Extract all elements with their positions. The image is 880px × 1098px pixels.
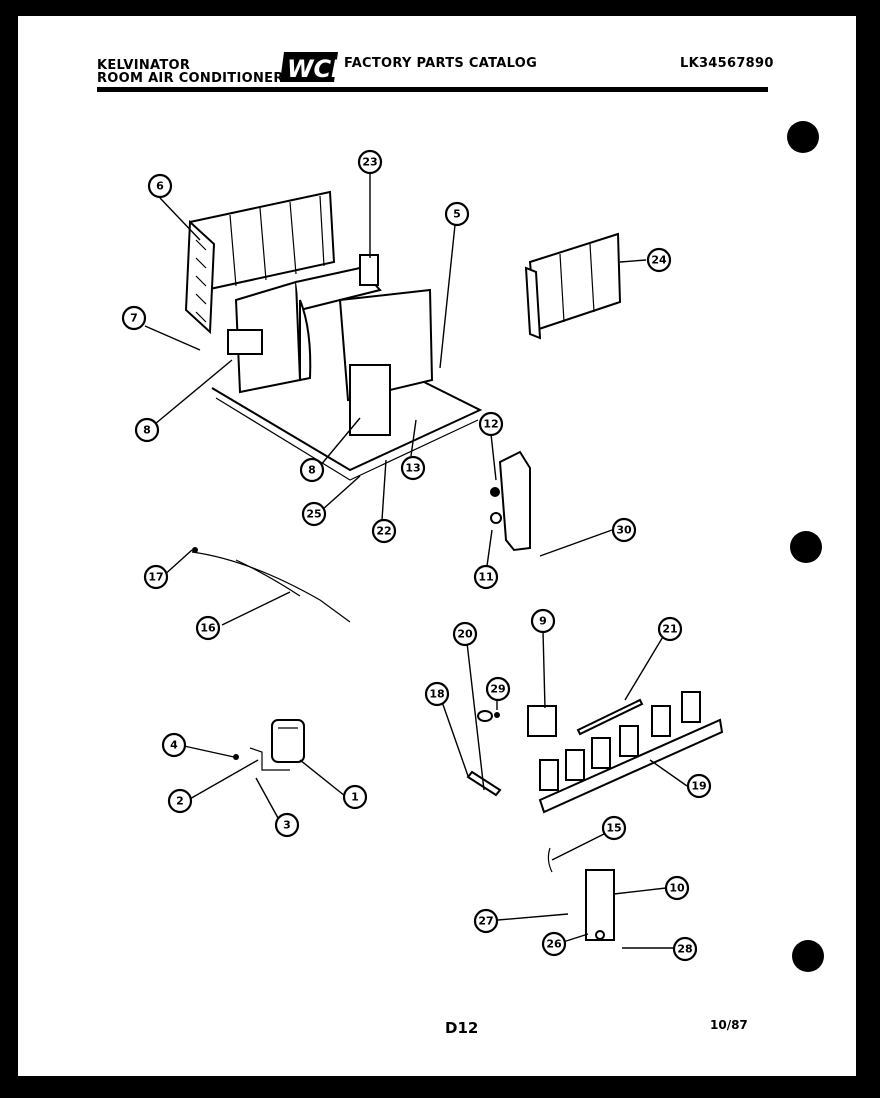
callout-6a: 6 — [147, 173, 173, 199]
svg-text:11: 11 — [478, 571, 493, 584]
callout-24: 24 — [646, 247, 672, 273]
svg-text:1: 1 — [351, 791, 359, 804]
condenser-coil — [184, 190, 336, 335]
callout-26: 26 — [541, 931, 567, 957]
callout-1: 1 — [342, 784, 368, 810]
callout-30: 30 — [611, 517, 637, 543]
callout-8b: 8 — [299, 457, 325, 483]
svg-text:16: 16 — [200, 622, 216, 635]
header-rule — [97, 87, 768, 92]
callout-17: 17 — [143, 564, 169, 590]
callout-7: 7 — [121, 305, 147, 331]
svg-text:27: 27 — [478, 915, 493, 928]
control-panel-plate — [547, 847, 615, 941]
product-label: ROOM AIR CONDITIONER — [97, 71, 284, 86]
page-code: D12 — [445, 1019, 478, 1037]
svg-text:26: 26 — [546, 938, 562, 951]
callout-11: 11 — [473, 564, 499, 590]
catalog-title: FACTORY PARTS CATALOG — [344, 56, 537, 71]
svg-text:15: 15 — [606, 822, 621, 835]
callout-27: 27 — [473, 908, 499, 934]
svg-text:3: 3 — [283, 819, 291, 832]
logo-text: WCI — [287, 55, 340, 83]
fan-shroud — [227, 254, 434, 436]
svg-text:22: 22 — [376, 525, 391, 538]
svg-text:9: 9 — [539, 615, 547, 628]
svg-text:19: 19 — [691, 780, 706, 793]
svg-text:23: 23 — [362, 156, 377, 169]
callout-29: 29 — [485, 676, 511, 702]
capacitor-strap — [233, 747, 290, 771]
base-pan — [211, 379, 483, 481]
louver-knob — [527, 705, 557, 737]
callout-15: 15 — [601, 815, 627, 841]
callout-19: 19 — [686, 773, 712, 799]
svg-text:21: 21 — [662, 623, 677, 636]
svg-text:8: 8 — [308, 464, 316, 477]
svg-text:7: 7 — [130, 312, 138, 325]
svg-text:4: 4 — [170, 739, 178, 752]
svg-text:30: 30 — [616, 524, 632, 537]
wiring-harness — [191, 547, 351, 623]
louver-actuator — [466, 710, 502, 797]
callout-3: 3 — [274, 812, 300, 838]
capacitor — [271, 719, 305, 763]
callout-12: 12 — [478, 411, 504, 437]
punch-hole-middle — [790, 531, 822, 563]
wci-logo: WCI — [280, 52, 340, 83]
svg-text:28: 28 — [677, 943, 692, 956]
model-number: LK34567890 — [680, 56, 774, 71]
revision-date: 10/87 — [710, 1018, 748, 1032]
svg-text:13: 13 — [405, 462, 420, 475]
callout-10: 10 — [664, 875, 690, 901]
callout-25: 25 — [301, 501, 327, 527]
callout-13: 13 — [400, 455, 426, 481]
svg-text:12: 12 — [483, 418, 498, 431]
louver-assembly — [538, 691, 724, 814]
louver-link-rod — [576, 698, 644, 736]
svg-text:5: 5 — [453, 208, 461, 221]
evaporator-coil — [524, 232, 622, 340]
callout-18: 18 — [424, 681, 450, 707]
svg-text:29: 29 — [490, 683, 505, 696]
svg-text:18: 18 — [429, 688, 444, 701]
svg-text:10: 10 — [669, 882, 685, 895]
punch-hole-top — [787, 121, 819, 153]
control-bracket — [490, 450, 531, 552]
callout-2: 2 — [167, 788, 193, 814]
svg-text:17: 17 — [148, 571, 163, 584]
callout-8a: 8 — [134, 417, 160, 443]
callout-22: 22 — [371, 518, 397, 544]
callout-9: 9 — [530, 608, 556, 634]
callout-4: 4 — [161, 732, 187, 758]
svg-text:8: 8 — [143, 424, 151, 437]
callout-16: 16 — [195, 615, 221, 641]
svg-text:6: 6 — [156, 180, 164, 193]
brand-label: KELVINATOR — [97, 58, 190, 73]
svg-text:25: 25 — [306, 508, 321, 521]
svg-text:24: 24 — [651, 254, 667, 267]
svg-text:2: 2 — [176, 795, 184, 808]
callout-5: 5 — [444, 201, 470, 227]
callout-28: 28 — [672, 936, 698, 962]
punch-hole-bottom — [792, 940, 824, 972]
callout-23: 23 — [357, 149, 383, 175]
callout-21: 21 — [657, 616, 683, 642]
svg-text:20: 20 — [457, 628, 473, 641]
callout-20: 20 — [452, 621, 478, 647]
